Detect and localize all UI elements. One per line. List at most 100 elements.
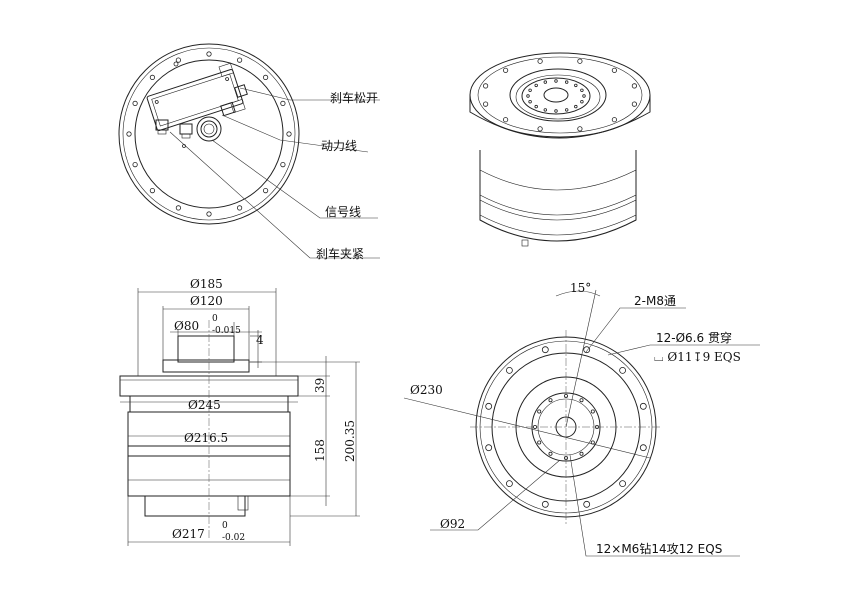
label-brake-release: 刹车松开 [330, 90, 378, 105]
leader-m6 [569, 454, 740, 557]
iso-center-bore [543, 87, 569, 103]
hub-hole [543, 80, 547, 84]
iso-flange-edge [477, 56, 643, 134]
leader-signal-line [211, 139, 378, 219]
bolt-hole [262, 74, 269, 81]
angle-label: 15° [570, 281, 591, 295]
bolt-hole [583, 346, 591, 354]
dim-245-label: Ø245 [188, 398, 221, 412]
bolt-hole [541, 500, 549, 508]
m6-hole [590, 409, 595, 414]
side-bottom-stub [144, 495, 246, 517]
bolt-hole [502, 117, 509, 123]
isometric-view [469, 52, 651, 247]
bolt-hole [262, 188, 269, 194]
side-pilot [177, 335, 235, 363]
bolt-hole [619, 366, 626, 374]
bottom-view: 15° 2-M8通 12-Ø6.6 贯穿 ⌴ Ø11↧9 EQS Ø230 Ø9… [403, 281, 760, 557]
bolt-hole [132, 100, 138, 107]
cable-gland-small-1 [155, 119, 169, 135]
bolt-hole [237, 205, 243, 211]
m6-hole [548, 451, 553, 456]
bolt-hole [537, 126, 543, 132]
dim-80-label: Ø80 [174, 319, 199, 333]
iso-hub-mid [515, 74, 601, 120]
bolt-hole [577, 126, 583, 132]
bolt-hole [639, 444, 647, 452]
iso-connector [521, 239, 529, 247]
hub-hole [574, 83, 578, 88]
hub-hole [543, 108, 547, 112]
label-holes66: 12-Ø6.6 贯穿 [656, 330, 732, 345]
hub-hole [580, 99, 584, 104]
label-m6: 12×M6钻14攻12 EQS [596, 541, 722, 556]
bolt-hole [611, 117, 618, 123]
side-bottom-connector [237, 495, 249, 511]
hub-hole [528, 88, 532, 92]
bolt-hole [611, 67, 618, 73]
dim-80-tol-lower: -0.015 [212, 326, 241, 336]
iso-flange-side [469, 95, 651, 139]
dim-80-tol-upper: 0 [212, 314, 218, 324]
leader-92 [430, 459, 561, 531]
leader-holes66 [607, 344, 760, 356]
dim-185-label: Ø185 [190, 277, 223, 291]
bolt-hole [132, 162, 138, 168]
leader-brake-release [239, 87, 380, 101]
hub-hole [582, 94, 586, 98]
m6-hole [537, 409, 542, 414]
iso-hub-face [521, 77, 591, 115]
hub-hole [534, 104, 538, 109]
bolt-hole [502, 67, 509, 73]
iso-band-4 [479, 214, 637, 236]
iso-hub-holes [526, 79, 586, 113]
top-view: 刹车松开 动力线 信号线 刹车夹紧 [118, 43, 380, 261]
top-view-outer-flange [118, 43, 300, 225]
cable-gland-small-2 [179, 123, 193, 139]
bolt-hole [631, 83, 638, 89]
label-signal-line: 信号线 [325, 205, 361, 219]
iso-body [479, 150, 637, 242]
power-cable-port [196, 116, 222, 142]
connector-box [146, 62, 246, 132]
dim-217-tol-upper: 0 [222, 521, 228, 531]
iso-hub-outer [509, 68, 607, 122]
bolt-hole [482, 83, 489, 89]
cable-gland-small-3 [220, 101, 236, 117]
bolt-hole [149, 188, 155, 194]
bolt-hole [237, 57, 243, 63]
dim-200-label: 200.35 [343, 420, 357, 462]
label-brake-clamp: 刹车夹紧 [316, 246, 364, 261]
bolt-hole [639, 402, 647, 410]
bolt-hole [280, 162, 286, 168]
dim-92-label: Ø92 [440, 517, 465, 531]
leader-power-line [221, 114, 369, 153]
bolt-hole [175, 205, 181, 211]
m6-hole [537, 440, 542, 445]
label-power-line: 动力线 [321, 139, 357, 153]
bolt-hole [631, 101, 638, 107]
top-view-small-hole [173, 61, 179, 67]
dim-39-label: 39 [313, 378, 327, 393]
m6-hole [579, 451, 584, 456]
hub-hole [528, 99, 532, 104]
bolt-hole [280, 100, 286, 107]
bolt-hole [482, 101, 489, 107]
dim-217-label: Ø217 [172, 527, 205, 541]
hub-hole [554, 79, 558, 83]
side-view: Ø185 Ø120 Ø80 0 -0.015 4 Ø245 39 Ø216.5 … [119, 277, 360, 546]
hub-hole [526, 94, 530, 98]
label-counterbore: ⌴ Ø11↧9 EQS [654, 350, 741, 364]
bolt-hole [537, 58, 543, 64]
bolt-hole [505, 366, 513, 374]
leader-brake-clamp [169, 131, 380, 259]
m6-hole [548, 398, 553, 403]
angle-ref-line [565, 289, 597, 428]
bolt-hole [206, 51, 212, 57]
iso-band-2 [479, 194, 637, 216]
dim-216-label: Ø216.5 [184, 431, 228, 445]
top-view-inner-ring [134, 59, 284, 209]
bolt-hole [175, 57, 181, 63]
bolt-hole [206, 211, 212, 217]
label-m8: 2-M8通 [634, 294, 676, 308]
